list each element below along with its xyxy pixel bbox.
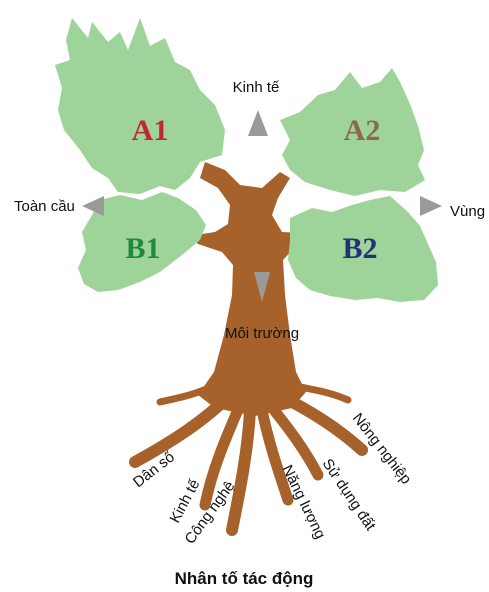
scenario-a2-label: A2 xyxy=(344,114,381,147)
scenario-b2-label: B2 xyxy=(342,232,377,265)
footer-caption: Nhân tố tác động xyxy=(175,569,314,588)
foliage-a1 xyxy=(55,18,225,194)
axis-label-top: Kinh tế xyxy=(233,79,280,96)
axis-label-left: Toàn cầu xyxy=(14,198,75,215)
scenario-a1-label: A1 xyxy=(132,114,169,147)
axis-label-trunk: Môi trường xyxy=(225,325,299,342)
right-arrow-icon xyxy=(420,196,442,216)
up-arrow-icon xyxy=(248,110,268,136)
trunk xyxy=(190,162,320,416)
axis-label-right: Vùng xyxy=(450,203,485,220)
root-label-su-dung-dat: Sử dụng đất xyxy=(319,456,380,535)
scenario-b1-label: B1 xyxy=(125,232,160,265)
left-arrow-icon xyxy=(82,196,104,216)
